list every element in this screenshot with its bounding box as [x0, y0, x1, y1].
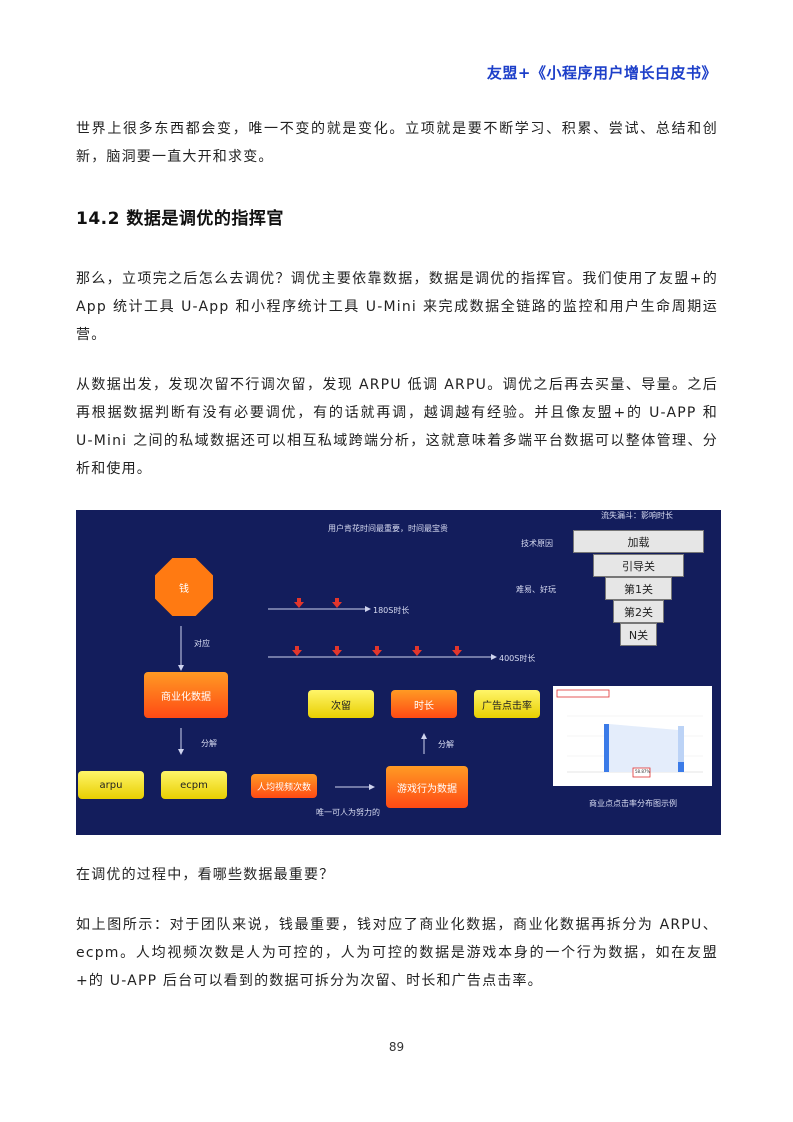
label-split: 分解 — [201, 739, 217, 748]
ecpm-box: ecpm — [161, 771, 227, 799]
reason-difficulty: 难易、好玩 — [516, 585, 556, 594]
label-correspond: 对应 — [194, 639, 210, 648]
retention-label: 次留 — [331, 700, 351, 712]
funnel-level-3: 第1关 — [605, 577, 672, 600]
diagram-top-note: 用户肯花时间最重要，时间最宝贵 — [328, 524, 448, 533]
arpu-box: arpu — [78, 771, 144, 799]
diagram-connectors — [178, 598, 497, 790]
thumbnail-chart-graphic — [556, 689, 703, 778]
funnel-title: 流失漏斗：影响时长 — [601, 511, 673, 520]
label-split-2: 分解 — [438, 740, 454, 749]
funnel-level-3-label: 第1关 — [624, 582, 653, 596]
paragraph-intro: 世界上很多东西都会变，唯一不变的就是变化。立项就是要不断学习、积累、尝试、总结和… — [76, 121, 718, 165]
funnel-level-2-label: 引导关 — [622, 559, 655, 573]
reason-tech: 技术原因 — [521, 539, 553, 548]
section-title: 14.2 数据是调优的指挥官 — [76, 209, 284, 229]
paragraph-data-driven: 从数据出发，发现次留不行调次留，发现 ARPU 低调 ARPU。调优之后再去买量… — [76, 377, 718, 477]
video-count-box: 人均视频次数 — [251, 774, 317, 798]
arpu-label: arpu — [99, 779, 123, 791]
video-count-label: 人均视频次数 — [256, 782, 311, 793]
ad-ctr-label: 广告点击率 — [482, 700, 532, 712]
click-distribution-thumbnail: 58.87% — [553, 686, 712, 786]
ad-ctr-box: 广告点击率 — [474, 690, 540, 718]
funnel-level-2: 引导关 — [593, 554, 684, 577]
page-number: 89 — [388, 1040, 405, 1054]
time-400-label: 400S时长 — [499, 654, 536, 663]
funnel-level-4-label: 第2关 — [624, 605, 653, 619]
paragraph-explanation: 如上图所示：对于团队来说，钱最重要，钱对应了商业化数据，商业化数据再拆分为 AR… — [76, 917, 718, 989]
behavior-data-box: 游戏行为数据 — [386, 766, 468, 808]
paragraph-tuning: 那么，立项完之后怎么去调优？调优主要依靠数据，数据是调优的指挥官。我们使用了友盟… — [76, 271, 718, 343]
retention-box: 次留 — [308, 690, 374, 718]
funnel-level-4: 第2关 — [613, 600, 664, 623]
thumbnail-chip: 58.87% — [635, 769, 651, 774]
money-label: 钱 — [179, 583, 189, 595]
panel-caption: 商业点点击率分布图示例 — [589, 799, 677, 808]
time-180-label: 180S时长 — [373, 606, 410, 615]
commercial-data-label: 商业化数据 — [161, 691, 211, 703]
funnel-level-1: 加载 — [573, 530, 704, 553]
label-controllable: 唯一可人为努力的 — [316, 808, 380, 817]
duration-box: 时长 — [391, 690, 457, 718]
commercial-data-box: 商业化数据 — [144, 672, 228, 718]
ecpm-label: ecpm — [180, 779, 208, 791]
behavior-data-label: 游戏行为数据 — [397, 783, 457, 795]
tuning-diagram: 用户肯花时间最重要，时间最宝贵 钱 对应 商业化数据 分解 arpu ecpm … — [76, 510, 721, 835]
funnel-level-5-label: N关 — [628, 628, 649, 642]
paragraph-question: 在调优的过程中，看哪些数据最重要？ — [76, 867, 335, 883]
duration-label: 时长 — [414, 700, 434, 712]
header-title: 友盟+《小程序用户增长白皮书》 — [486, 64, 717, 82]
funnel-level-1-label: 加载 — [627, 535, 650, 549]
funnel-level-5: N关 — [620, 623, 657, 646]
money-octagon: 钱 — [155, 558, 213, 616]
